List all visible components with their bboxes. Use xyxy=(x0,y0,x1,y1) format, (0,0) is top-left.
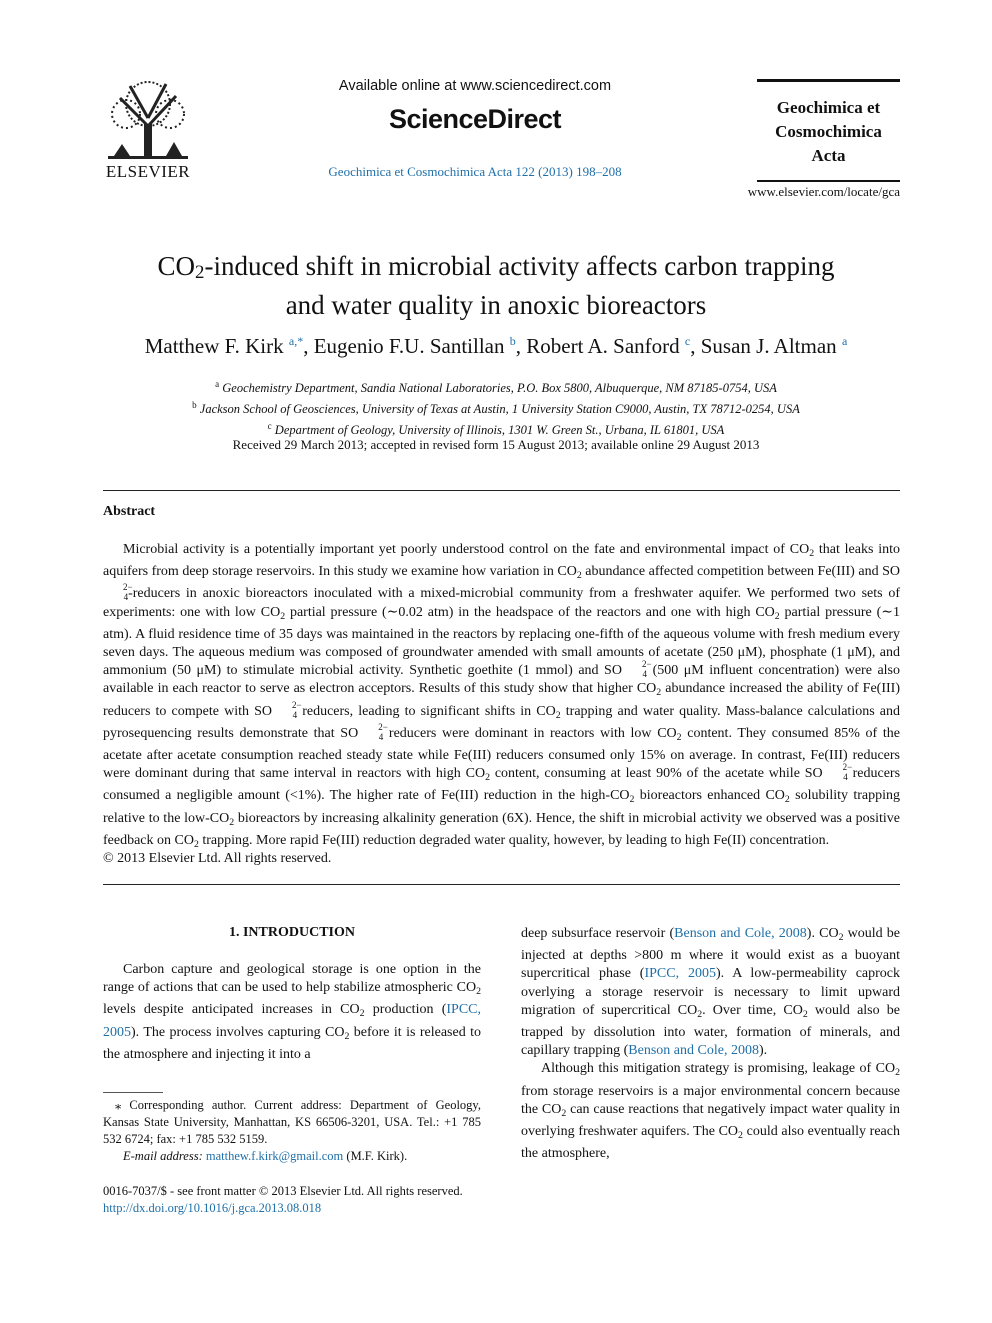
citation-link[interactable]: IPCC, 2005 xyxy=(644,966,716,982)
author-list: Matthew F. Kirk a,*, Eugenio F.U. Santil… xyxy=(144,334,848,358)
elsevier-tree-icon xyxy=(108,81,188,159)
author: Susan J. Altman xyxy=(700,334,837,358)
doi-link[interactable]: http://dx.doi.org/10.1016/j.gca.2013.08.… xyxy=(103,1201,322,1215)
footer: 0016-7037/$ - see front matter © 2013 El… xyxy=(103,1183,603,1217)
email-link[interactable]: matthew.f.kirk@gmail.com xyxy=(205,1149,344,1163)
citation-link[interactable]: Benson and Cole, 2008 xyxy=(674,926,807,941)
affiliations: a Geochemistry Department, Sandia Nation… xyxy=(192,379,800,438)
journal-url[interactable]: www.elsevier.com/locate/gca xyxy=(747,184,900,199)
intro-column-right: deep subsurface reservoir (Benson and Co… xyxy=(521,926,901,1162)
author: Matthew F. Kirk xyxy=(144,334,284,358)
citation-link[interactable]: IPCC, 2005 xyxy=(103,1002,481,1040)
abstract-heading: Abstract xyxy=(103,504,156,519)
citation-link[interactable]: Benson and Cole, 2008 xyxy=(628,1043,759,1059)
copyright-notice: © 2013 Elsevier Ltd. All rights reserved… xyxy=(103,851,332,866)
footnote: ⁎ Corresponding author. Current address:… xyxy=(103,1098,481,1163)
divider xyxy=(103,884,900,885)
abstract-text: Microbial activity is a potentially impo… xyxy=(103,542,901,850)
journal-reference[interactable]: Geochimica et Cosmochimica Acta 122 (201… xyxy=(328,164,622,179)
intro-column-left: Carbon capture and geological storage is… xyxy=(103,962,481,1062)
issn-line: 0016-7037/$ - see front matter © 2013 El… xyxy=(103,1184,463,1198)
section-heading: 1. INTRODUCTION xyxy=(228,925,355,940)
article-title: CO2-induced shift in microbial activity … xyxy=(157,251,835,320)
footnote-rule xyxy=(103,1092,163,1093)
elsevier-logo: ELSEVIER xyxy=(100,78,196,182)
journal-title-box: Geochimica et Cosmochimica Acta xyxy=(757,79,900,182)
publisher-name: ELSEVIER xyxy=(105,162,191,181)
available-online: Available online at www.sciencedirect.co… xyxy=(338,78,612,94)
divider xyxy=(103,490,900,491)
sciencedirect-logo: ScienceDirect xyxy=(388,104,562,134)
article-dates: Received 29 March 2013; accepted in revi… xyxy=(232,437,760,452)
journal-name: Geochimica et Cosmochimica Acta xyxy=(775,98,882,165)
author: Robert A. Sanford xyxy=(526,334,680,358)
author: Eugenio F.U. Santillan xyxy=(313,334,505,358)
